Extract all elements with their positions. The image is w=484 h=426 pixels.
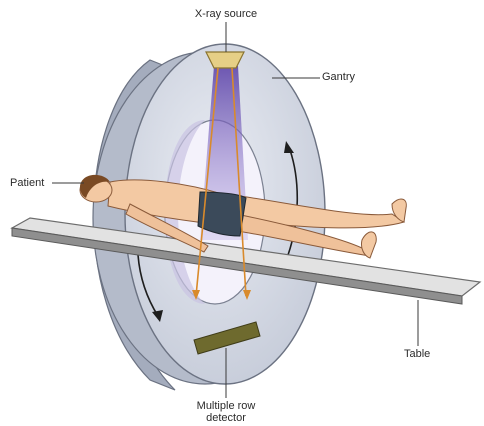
label-patient: Patient: [10, 177, 44, 190]
label-table: Table: [404, 348, 430, 361]
label-detector-line2: detector: [176, 412, 276, 425]
label-xray-source: X-ray source: [186, 8, 266, 21]
label-gantry: Gantry: [322, 71, 355, 84]
